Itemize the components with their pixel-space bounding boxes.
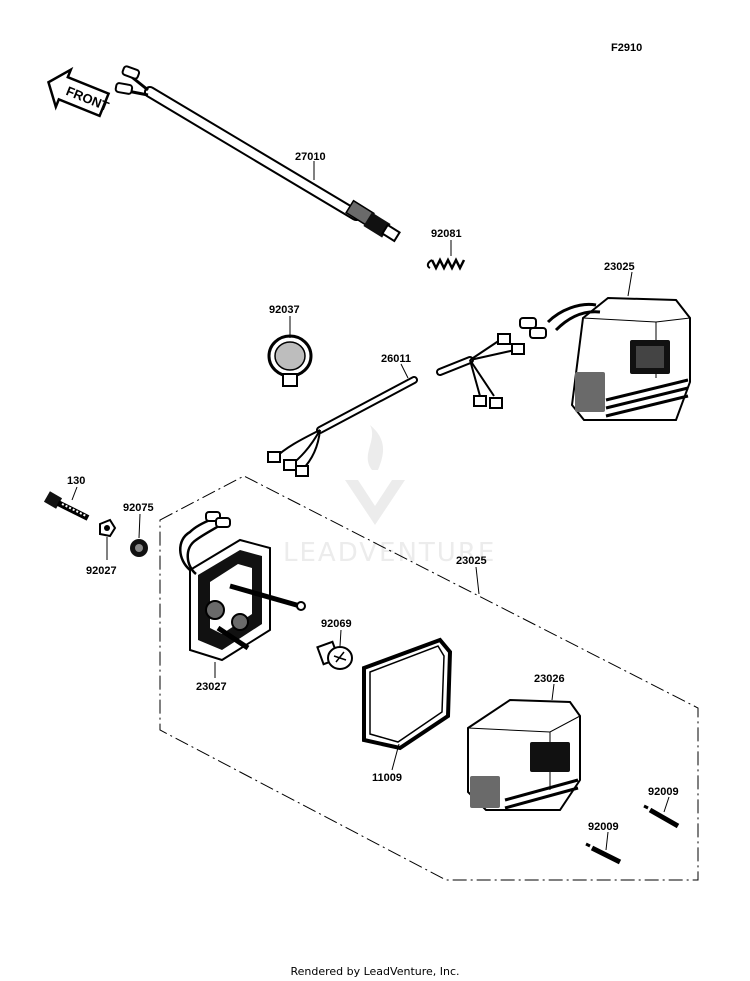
part-label: 23025 (604, 261, 635, 273)
part-23025-lamp-assembled (519, 296, 691, 421)
watermark-text: LEADVENTURE (283, 538, 496, 568)
part-label: 92009 (588, 821, 619, 833)
diagram-code: F2910 (611, 42, 642, 54)
part-11009-gasket (362, 637, 453, 751)
part-label: 92069 (321, 618, 352, 630)
part-label: 23027 (196, 681, 227, 693)
part-label: 26011 (381, 353, 411, 365)
part-label: 92009 (648, 786, 679, 798)
part-92009-screw-a (643, 804, 680, 829)
part-23026-lens (467, 698, 581, 811)
part-label: 92075 (123, 502, 154, 514)
part-130-bolt (43, 491, 90, 521)
assembly-frame (159, 475, 699, 881)
part-92075-collar (130, 539, 148, 557)
part-label: 92027 (86, 565, 117, 577)
part-23027-lamp-housing (179, 511, 306, 662)
part-label: 92081 (431, 228, 462, 240)
part-label: 27010 (295, 151, 326, 163)
part-26011-wire-harness (267, 333, 525, 477)
part-92009-screw-b (585, 842, 622, 865)
part-label: 11009 (372, 772, 402, 784)
part-label: 23025 (456, 555, 487, 567)
footer-credit: Rendered by LeadVenture, Inc. (290, 965, 459, 978)
part-92027-nut (99, 518, 117, 538)
watermark-logo-icon (345, 480, 405, 525)
part-label: 23026 (534, 673, 565, 685)
part-27010-switch-cable (114, 65, 401, 243)
part-92037-grommet (267, 334, 313, 387)
front-arrow-icon: FRONT (46, 66, 111, 118)
part-label: 130 (67, 475, 85, 487)
part-92069-bulb (316, 640, 353, 670)
part-92081-spring (426, 257, 466, 271)
watermark: LEADVENTURE (283, 425, 496, 568)
part-label: 92037 (269, 304, 300, 316)
